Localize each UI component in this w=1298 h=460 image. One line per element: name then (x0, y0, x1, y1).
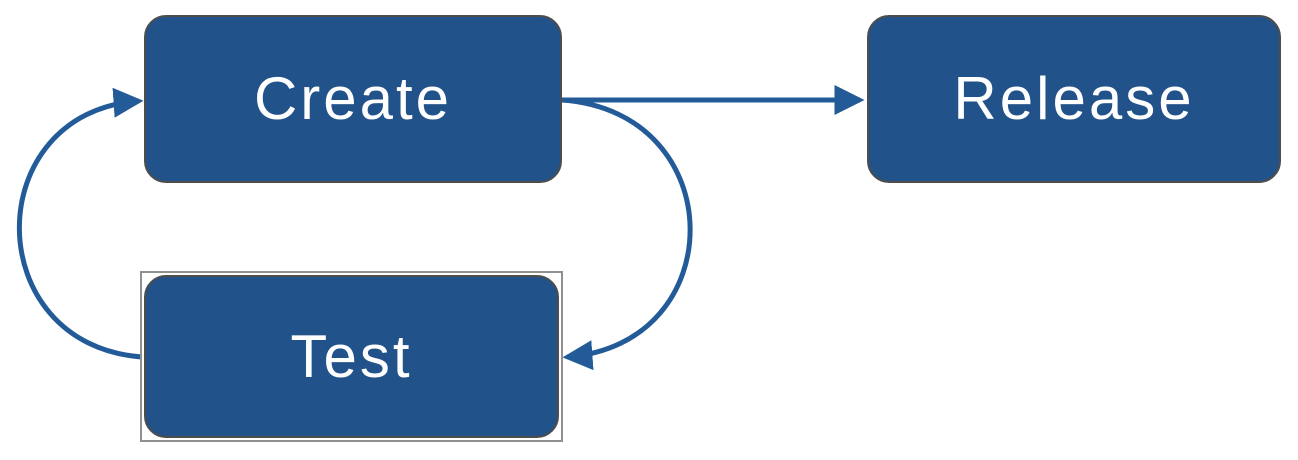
node-release-label: Release (953, 65, 1195, 132)
edge-create-to-test[interactable] (561, 97, 693, 371)
node-create-label: Create (253, 65, 453, 132)
node-create[interactable]: Create (144, 15, 562, 183)
node-release[interactable]: Release (867, 15, 1281, 183)
node-test-label: Test (290, 322, 413, 390)
selection-outline[interactable]: Test (140, 271, 563, 442)
edge-test-to-create[interactable] (16, 87, 144, 360)
node-test[interactable]: Test (144, 275, 559, 438)
